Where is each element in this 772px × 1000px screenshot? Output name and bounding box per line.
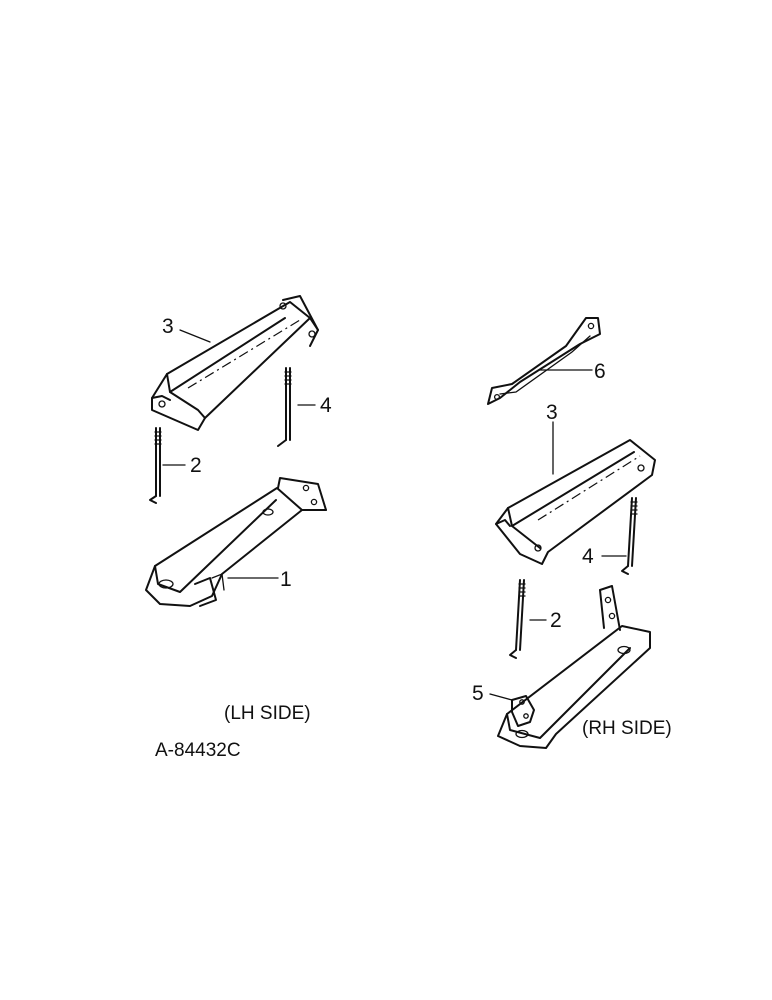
lh-callout-short-bolt: 2 <box>190 454 202 477</box>
rh-callout-clip: 5 <box>472 682 484 705</box>
lh-short-bolt <box>149 427 162 504</box>
rh-side-caption: (RH SIDE) <box>582 718 672 739</box>
rh-strap-part <box>487 317 601 405</box>
rh-callout-short-bolt: 2 <box>550 609 562 632</box>
rh-callout-cover: 3 <box>546 401 558 424</box>
lh-cover-part <box>151 295 319 431</box>
rh-callout-strap: 6 <box>594 360 606 383</box>
lh-callout-cover: 3 <box>162 315 174 338</box>
rh-bracket-part <box>497 585 651 749</box>
rh-callout-long-bolt: 4 <box>582 545 594 568</box>
lh-bracket-part <box>145 477 327 607</box>
drawing-number: A-84432C <box>155 740 241 761</box>
lh-side-caption: (LH SIDE) <box>224 703 311 724</box>
rh-long-bolt <box>621 497 638 575</box>
lh-long-bolt <box>277 367 292 447</box>
rh-short-bolt <box>509 579 526 659</box>
lh-callout-bracket: 1 <box>280 568 292 591</box>
rh-cover-part <box>495 439 656 565</box>
lh-callout-long-bolt: 4 <box>320 394 332 417</box>
